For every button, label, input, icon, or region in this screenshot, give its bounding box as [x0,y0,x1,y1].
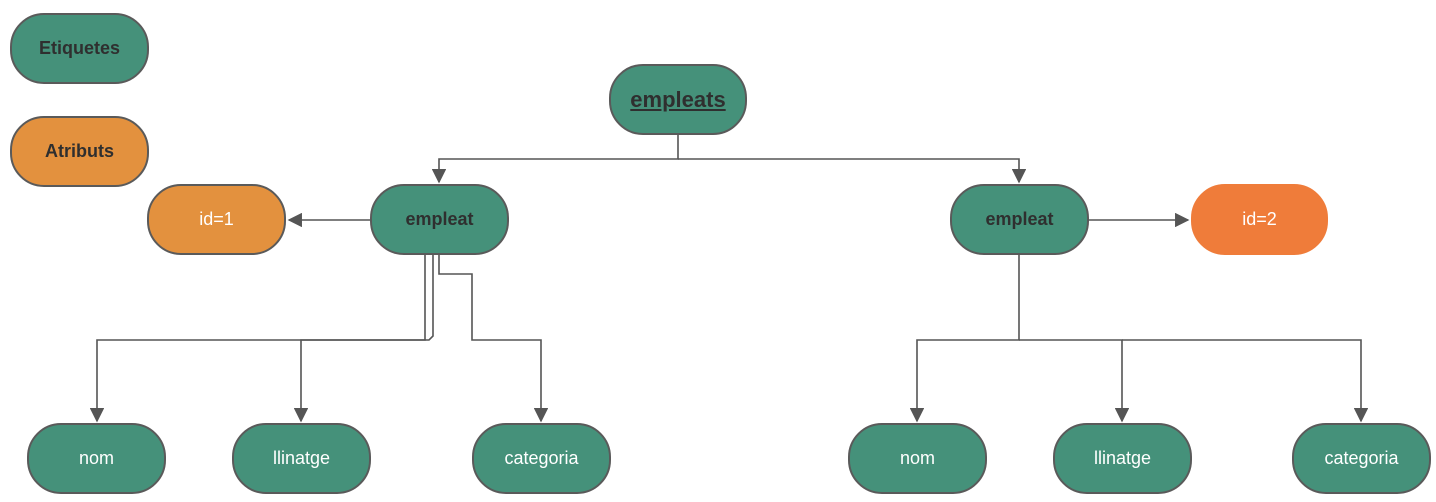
root-node: empleats [609,64,747,135]
attribute-node-1: id=1 [147,184,286,255]
child-label-categoria-1: categoria [504,448,579,468]
empleat-node-1: empleat [370,184,509,255]
child-node-llinatge-1: llinatge [232,423,371,494]
connector-empleat-2-to-llinatge [1019,339,1130,423]
connector-empleat-1-to-llinatge [293,254,434,423]
child-label-nom-2: nom [899,448,935,468]
child-label-nom-1: nom [78,448,114,468]
child-label-llinatge-2: llinatge [1093,448,1152,468]
connector-empleat-1-to-categoria [438,254,549,423]
connector-root-to-empleat-2 [678,158,1027,184]
legend-tags: Etiquetes [10,13,149,84]
child-node-categoria-1: categoria [472,423,611,494]
attribute-label-2: id=2 [1242,209,1277,229]
attribute-node-2: id=2 [1191,184,1328,255]
connector-empleat-2-to-nom [909,254,1020,423]
child-node-categoria-2: categoria [1292,423,1431,494]
child-label-categoria-2: categoria [1324,448,1399,468]
attribute-label-1: id=1 [199,209,234,229]
empleat-label-1: empleat [405,209,474,229]
legend-tags-label: Etiquetes [38,38,121,58]
legend-attributes: Atributs [10,116,149,187]
empleat-label-2: empleat [985,209,1054,229]
legend-attributes-label: Atributs [45,141,114,161]
root-label: empleats [630,86,726,112]
child-label-llinatge-1: llinatge [272,448,331,468]
child-node-nom-2: nom [848,423,987,494]
child-node-llinatge-2: llinatge [1053,423,1192,494]
connector-empleat-1-to-nom [89,254,426,423]
empleat-node-2: empleat [950,184,1089,255]
child-node-nom-1: nom [27,423,166,494]
connector-empleat-2-to-categoria [1122,339,1369,423]
connector-root-to-empleat-1 [431,133,679,184]
